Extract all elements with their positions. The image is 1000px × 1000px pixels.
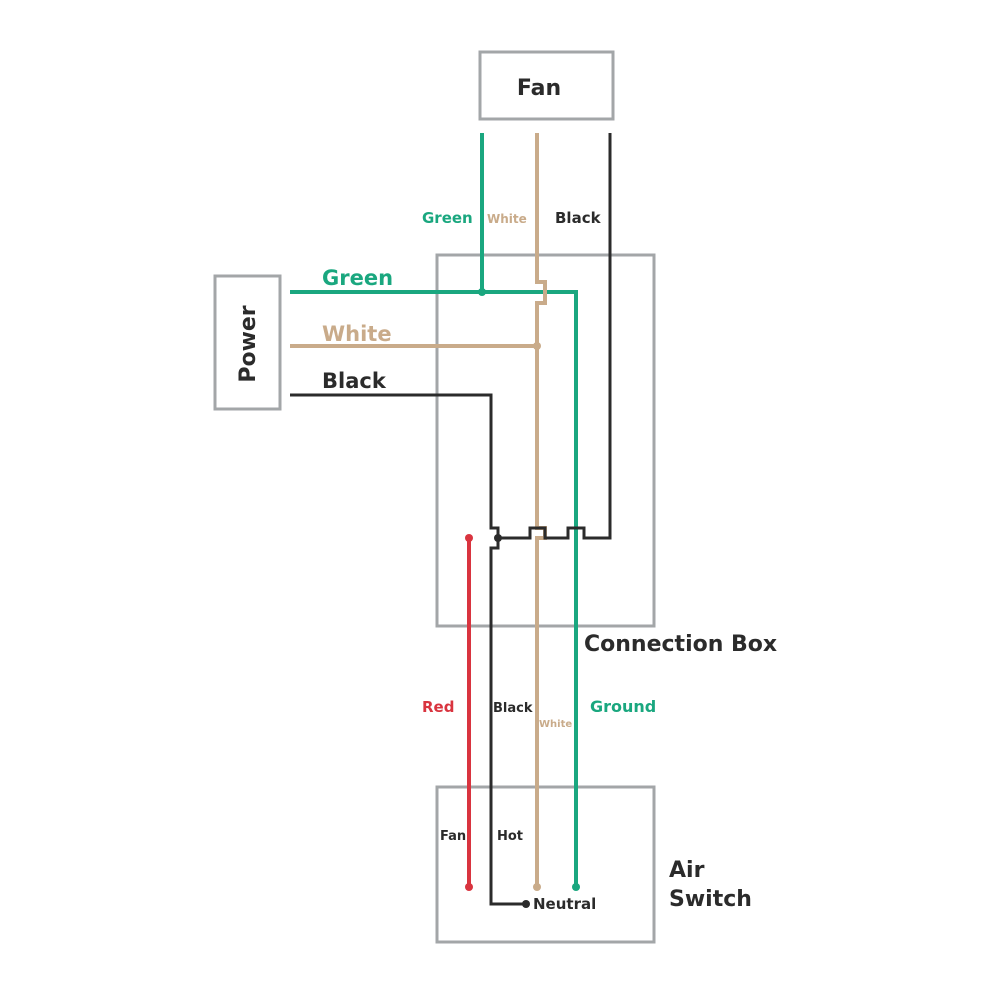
neutral-terminal-label: Neutral <box>533 895 596 913</box>
power-green-label: Green <box>322 266 393 290</box>
power-label: Power <box>236 305 261 382</box>
red-top-dot <box>465 534 473 542</box>
fan-black-wire <box>498 133 612 540</box>
power-box <box>213 274 282 411</box>
fan-black-label: Black <box>555 209 602 227</box>
ground-wire-label: Ground <box>590 697 656 716</box>
connection-box-label: Connection Box <box>584 632 777 657</box>
black-junction-dot <box>494 534 502 542</box>
black-wire-label: Black <box>493 701 533 716</box>
power-black-wire <box>290 393 526 906</box>
red-terminal-dot <box>465 883 473 891</box>
fan-white-label: White <box>487 212 527 226</box>
fan-box <box>478 50 615 121</box>
white-junction-dot <box>533 342 541 350</box>
air-switch-box <box>435 785 656 944</box>
white-wire-label: White <box>539 719 572 730</box>
white-terminal-dot <box>533 883 541 891</box>
green-junction-dot <box>478 288 486 296</box>
air-switch-label-line2: Switch <box>669 887 752 912</box>
air-switch-label-line1: Air <box>669 858 705 883</box>
red-wire-label: Red <box>422 698 454 716</box>
green-terminal-dot <box>572 883 580 891</box>
power-green-wire <box>290 290 578 887</box>
power-white-label: White <box>322 322 392 346</box>
hot-terminal-label: Hot <box>497 829 523 844</box>
power-black-label: Black <box>322 369 387 393</box>
fan-terminal-label: Fan <box>440 829 466 844</box>
connection-box <box>435 253 656 628</box>
white-wire <box>535 133 547 887</box>
fan-label: Fan <box>517 76 561 101</box>
neutral-terminal-dot <box>522 900 530 908</box>
fan-green-label: Green <box>422 209 473 227</box>
